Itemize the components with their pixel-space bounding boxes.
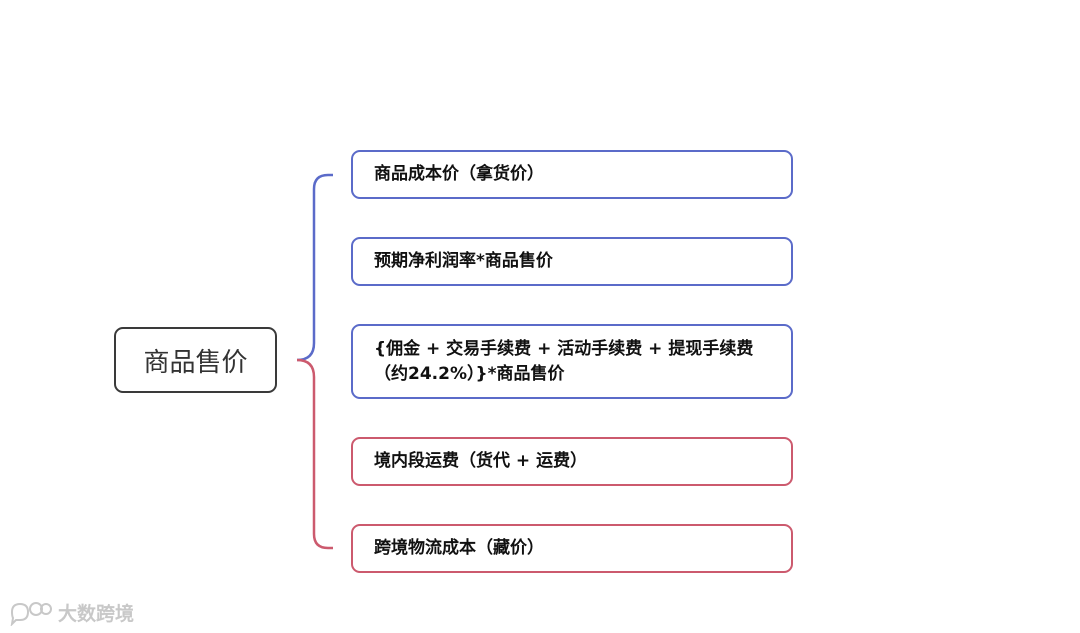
red-brace	[296, 358, 333, 550]
chat-bubbles-logo-icon	[10, 602, 52, 626]
blue-brace	[296, 173, 333, 362]
branch-node-cost-price[interactable]: 商品成本价（拿货价）	[351, 150, 793, 199]
branch-label: 预期净利润率*商品售价	[374, 251, 553, 271]
watermark-text: 大数跨境	[58, 602, 135, 625]
root-node[interactable]: 商品售价	[114, 327, 277, 393]
branch-label: 商品成本价（拿货价）	[374, 164, 544, 184]
branch-label: 境内段运费（货代 + 运费）	[374, 451, 588, 471]
branch-node-domestic-freight[interactable]: 境内段运费（货代 + 运费）	[351, 437, 793, 486]
watermark: 大数跨境	[8, 597, 134, 627]
branch-node-crossborder-logistics[interactable]: 跨境物流成本（藏价）	[351, 524, 793, 573]
root-label: 商品售价	[143, 347, 248, 378]
branch-node-fees[interactable]: {佣金 + 交易手续费 + 活动手续费 + 提现手续费 （约24.2%）}*商品…	[351, 324, 793, 399]
branch-label: 跨境物流成本（藏价）	[374, 538, 544, 558]
branch-label: {佣金 + 交易手续费 + 活动手续费 + 提现手续费 （约24.2%）}*商品…	[374, 338, 754, 384]
branch-node-profit[interactable]: 预期净利润率*商品售价	[351, 237, 793, 286]
